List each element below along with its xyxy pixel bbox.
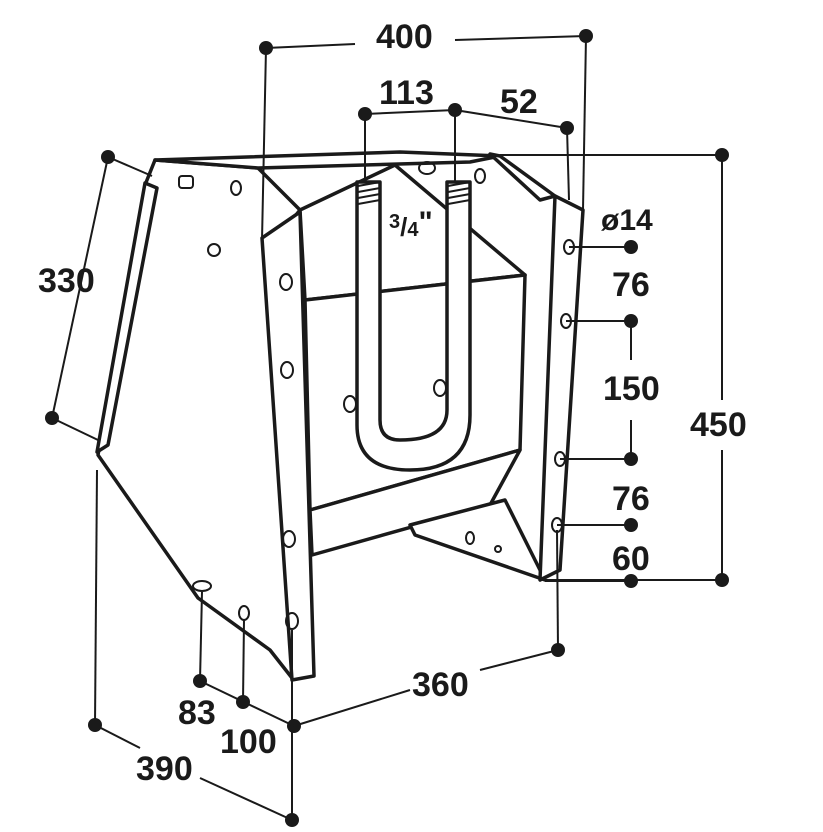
top-rail (153, 150, 502, 170)
dim-hole-pitch-3: 76 (612, 480, 650, 518)
dim-depth-bottom: 360 (412, 666, 469, 704)
hole (418, 161, 436, 175)
dimension-lines (45, 29, 729, 827)
bolt-head (207, 243, 221, 257)
hole (230, 180, 242, 196)
flange-hole (282, 530, 296, 548)
fraction-slash: / (400, 212, 407, 242)
u-bolt-shape (355, 180, 472, 472)
dim-height-total: 450 (690, 406, 747, 444)
hole (465, 531, 475, 545)
dim-hole-bottom: 60 (612, 540, 650, 578)
hole (474, 168, 486, 184)
dim-hole-pitch-1: 76 (612, 266, 650, 304)
dimension-labels: 400 113 52 330 ø14 76 150 76 60 450 360 … (38, 18, 747, 788)
right-top-corner (488, 152, 557, 202)
dim-height-back: 330 (38, 262, 95, 300)
dim-side-hole-1: 83 (178, 694, 216, 732)
dim-hole-diameter: ø14 (601, 204, 653, 237)
dim-ubolt-spacing: 113 (379, 74, 434, 112)
left-flange-strip (95, 181, 159, 454)
bracket-body (95, 150, 585, 682)
flange-hole (279, 273, 293, 291)
u-bolt-thread-left (357, 181, 381, 205)
u-bolt-thread-right (447, 181, 471, 205)
slot-hole (178, 175, 194, 189)
fraction-denominator: 4 (407, 219, 419, 241)
flange-hole (285, 612, 299, 630)
dim-hole-pitch-2: 150 (603, 370, 660, 408)
right-flange (538, 194, 585, 582)
hole (494, 545, 502, 553)
dim-width-top: 400 (376, 18, 433, 56)
u-bolt: 3/4" (355, 180, 472, 472)
dim-depth-side: 390 (136, 750, 193, 788)
dim-edge-offset: 52 (500, 83, 538, 121)
flange-hole (280, 361, 294, 379)
inch-mark: " (418, 206, 432, 239)
slot-hole (192, 580, 212, 592)
dim-side-hole-2: 100 (220, 723, 277, 761)
fraction-numerator: 3 (389, 211, 400, 233)
u-bolt-thread-label: 3/4" (389, 206, 433, 242)
front-flange (260, 210, 316, 682)
